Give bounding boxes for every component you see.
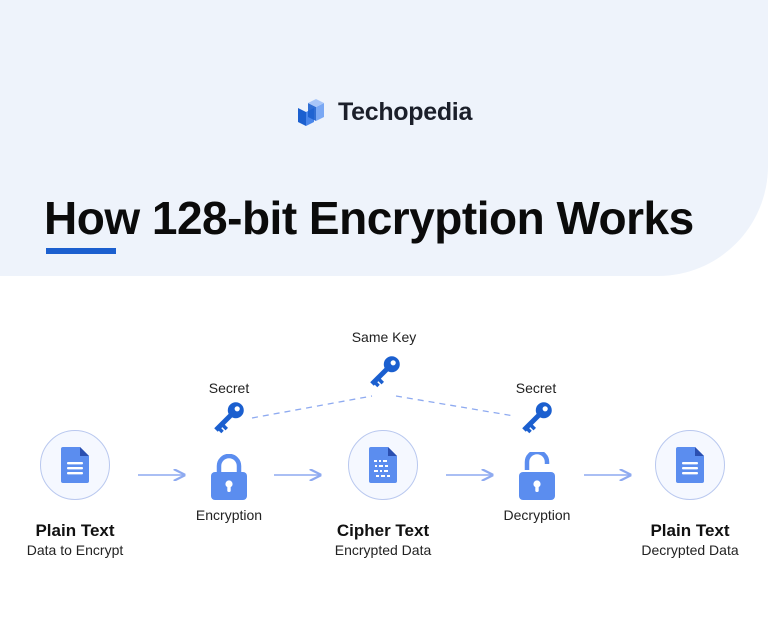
plain-text-node bbox=[40, 430, 110, 500]
same-key-label: Same Key bbox=[351, 329, 417, 345]
step-label: Decryption bbox=[503, 507, 571, 523]
node-title: Plain Text bbox=[650, 521, 730, 540]
encryption-diagram: Plain Text Data to Encrypt Secret Encryp… bbox=[0, 300, 768, 621]
node-subtitle: Data to Encrypt bbox=[26, 542, 124, 558]
step-label: Encryption bbox=[195, 507, 263, 523]
decrypted-text-node bbox=[655, 430, 725, 500]
brand-logo: Techopedia bbox=[296, 96, 472, 128]
node-title: Cipher Text bbox=[336, 521, 430, 540]
title-underline bbox=[46, 248, 116, 254]
secret-key-label: Secret bbox=[208, 380, 250, 396]
unlocked-padlock-icon bbox=[519, 452, 555, 500]
page-title: How 128-bit Encryption Works bbox=[44, 192, 694, 244]
node-subtitle: Decrypted Data bbox=[641, 542, 739, 558]
node-title: Plain Text bbox=[35, 521, 115, 540]
header-background bbox=[0, 0, 768, 276]
brand-name: Techopedia bbox=[338, 97, 473, 126]
document-icon bbox=[676, 447, 704, 483]
key-icon bbox=[370, 356, 400, 388]
dashed-key-link-right bbox=[395, 395, 515, 417]
document-icon bbox=[61, 447, 89, 483]
secret-key-label: Secret bbox=[515, 380, 557, 396]
dashed-key-link-left bbox=[251, 395, 373, 419]
techopedia-logo-icon bbox=[298, 99, 324, 126]
key-icon bbox=[214, 402, 244, 434]
node-subtitle: Encrypted Data bbox=[334, 542, 432, 558]
cipher-text-node bbox=[348, 430, 418, 500]
encrypted-document-icon bbox=[369, 447, 397, 483]
key-icon bbox=[522, 402, 552, 434]
connector-lines bbox=[138, 395, 768, 621]
locked-padlock-icon bbox=[211, 454, 247, 500]
